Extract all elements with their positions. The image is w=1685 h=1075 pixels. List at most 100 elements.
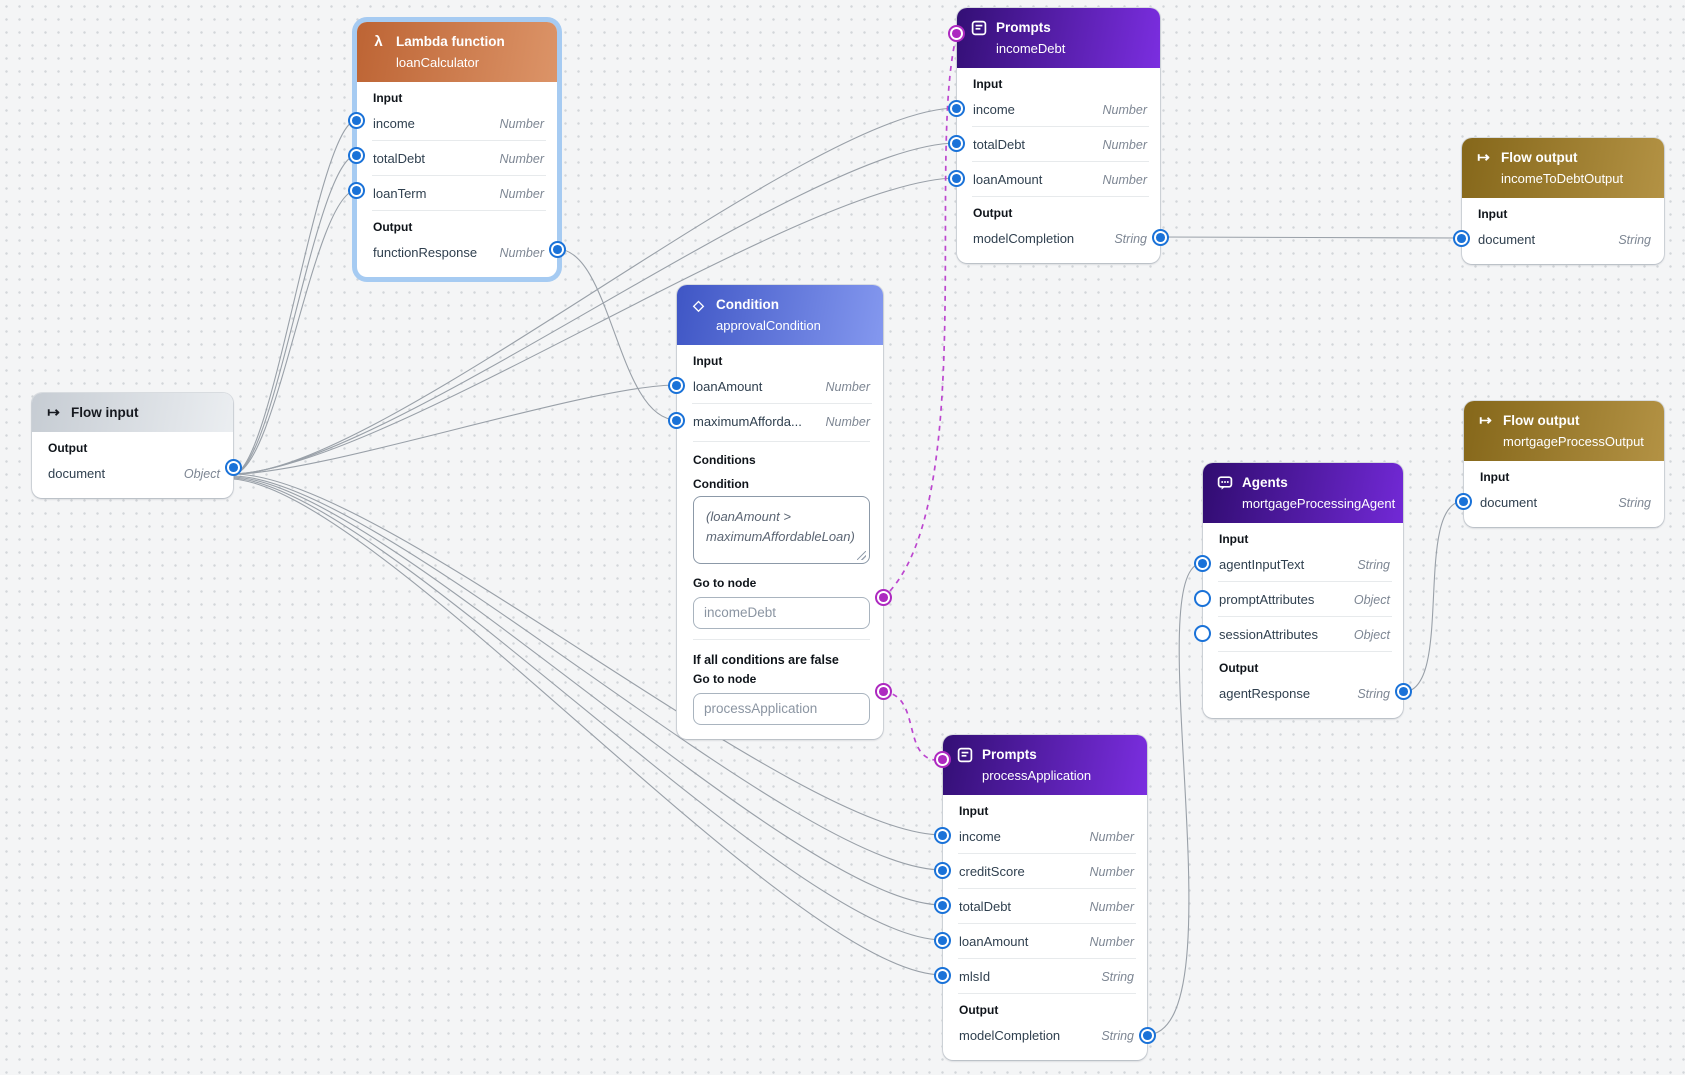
node-flow-output-mortgageprocess[interactable]: ↦ Flow output mortgageProcessOutput Inpu… (1455, 401, 1664, 527)
input-port-totaldebt[interactable] (934, 897, 951, 914)
if-false-label: If all conditions are false (693, 653, 839, 667)
goto-label: Go to node (693, 672, 757, 686)
output-port-modelcompletion[interactable] (1139, 1027, 1156, 1044)
input-port-mlsid[interactable] (934, 967, 951, 984)
output-port-document[interactable] (225, 459, 242, 476)
condition-true-source-port[interactable] (875, 589, 892, 606)
edge (556, 248, 678, 421)
edge (232, 477, 944, 941)
param-row: income Number (957, 92, 1160, 127)
condition-field-label: Condition (693, 477, 749, 491)
section-label: Output (973, 206, 1013, 220)
section-label: Output (959, 1003, 999, 1017)
condition-target-port[interactable] (948, 25, 965, 42)
edge (1402, 500, 1465, 693)
param-row: mlsId String (943, 959, 1147, 994)
node-header[interactable]: λ Lambda function loanCalculator (357, 22, 557, 82)
node-type-label: Lambda function (396, 34, 505, 49)
edge (232, 475, 944, 871)
section-label: Output (373, 220, 413, 234)
param-row: loanAmount Number (957, 162, 1160, 197)
resize-handle-icon[interactable] (857, 551, 866, 560)
node-type-label: Prompts (996, 20, 1051, 35)
param-row: loanAmount Number (943, 924, 1147, 959)
node-header[interactable]: Agents mortgageProcessingAgent (1203, 463, 1403, 523)
section-label: Output (1219, 661, 1259, 675)
node-header[interactable]: Prompts processApplication (943, 735, 1147, 795)
output-port-agentresponse[interactable] (1395, 683, 1412, 700)
input-port-totaldebt[interactable] (948, 135, 965, 152)
node-flow-output-incometodebt[interactable]: ↦ Flow output incomeToDebtOutput Input d… (1453, 138, 1664, 264)
node-condition-approvalcondition[interactable]: ◇ Condition approvalCondition Input loan… (668, 285, 892, 739)
condition-edge-true (882, 41, 956, 599)
node-name-label: incomeToDebtOutput (1501, 171, 1624, 186)
condition-false-source-port[interactable] (875, 683, 892, 700)
node-header[interactable]: ↦ Flow output incomeToDebtOutput (1462, 138, 1664, 198)
input-port-creditscore[interactable] (934, 862, 951, 879)
node-type-label: Prompts (982, 747, 1037, 762)
param-row: document Object (48, 466, 220, 481)
input-port-loanterm[interactable] (348, 182, 365, 199)
edge (232, 384, 678, 475)
edge (1146, 562, 1204, 1036)
goto-node-input-false[interactable]: processApplication (693, 693, 870, 725)
edge (232, 107, 958, 475)
param-row: sessionAttributes Object (1203, 617, 1403, 652)
node-type-label: Condition (716, 297, 779, 312)
input-port-loanamount[interactable] (668, 377, 685, 394)
input-port-document[interactable] (1455, 493, 1472, 510)
input-port-maximumaffordableloan[interactable] (668, 412, 685, 429)
input-port-sessionattributes[interactable] (1194, 625, 1211, 642)
divider (693, 639, 870, 640)
condition-edge-false (882, 691, 936, 761)
node-header[interactable]: ↦ Flow output mortgageProcessOutput (1464, 401, 1664, 461)
node-type-label: Flow input (71, 405, 139, 420)
output-port-functionresponse[interactable] (549, 241, 566, 258)
node-name-label: loanCalculator (396, 55, 480, 70)
node-lambda-loancalculator[interactable]: λ Lambda function loanCalculator Input i… (348, 22, 566, 277)
node-prompts-incomedebt[interactable]: Prompts incomeDebt Input income Number t… (948, 8, 1169, 263)
output-port-modelcompletion[interactable] (1152, 229, 1169, 246)
section-label: Input (693, 354, 723, 368)
input-port-income[interactable] (934, 827, 951, 844)
input-port-income[interactable] (348, 112, 365, 129)
condition-target-port[interactable] (934, 751, 951, 768)
param-row: agentInputText String (1203, 547, 1403, 582)
input-port-agentinputtext[interactable] (1194, 555, 1211, 572)
input-port-document[interactable] (1453, 230, 1470, 247)
input-port-loanamount[interactable] (934, 932, 951, 949)
param-row: creditScore Number (943, 854, 1147, 889)
node-type-label: Flow output (1503, 413, 1580, 428)
param-row: modelCompletion String (959, 1028, 1134, 1043)
section-label: Output (48, 441, 88, 455)
prompt-document-icon (956, 746, 973, 763)
input-port-totaldebt[interactable] (348, 147, 365, 164)
node-header[interactable]: ◇ Condition approvalCondition (677, 285, 883, 345)
edge (232, 142, 958, 475)
node-flow-input[interactable]: ↦ Flow input Output document Object (32, 393, 242, 498)
param-row: functionResponse Number (373, 245, 544, 260)
prompt-document-icon (970, 19, 987, 36)
input-port-promptattributes[interactable] (1194, 590, 1211, 607)
node-header[interactable]: ↦ Flow input (32, 393, 233, 432)
node-agents-mortgageprocessingagent[interactable]: Agents mortgageProcessingAgent Input age… (1194, 463, 1412, 718)
node-name-label: mortgageProcessOutput (1503, 434, 1644, 449)
param-row: income Number (357, 106, 557, 141)
edge (232, 177, 958, 475)
section-label: Conditions (693, 453, 756, 467)
edge (232, 154, 358, 475)
input-port-income[interactable] (948, 100, 965, 117)
param-row: maximumAfforda... Number (693, 414, 870, 429)
node-name-label: processApplication (982, 768, 1092, 783)
param-row: loanAmount Number (677, 369, 883, 404)
section-label: Input (373, 91, 403, 105)
node-prompts-processapplication[interactable]: Prompts processApplication Input income … (934, 735, 1156, 1060)
input-port-loanamount[interactable] (948, 170, 965, 187)
goto-node-input-true[interactable]: incomeDebt (693, 597, 870, 629)
chat-bubble-icon (1216, 474, 1233, 491)
section-label: Input (1480, 470, 1510, 484)
condition-expression-input[interactable]: (loanAmount > maximumAffordableLoan) (693, 496, 870, 564)
node-header[interactable]: Prompts incomeDebt (957, 8, 1160, 68)
section-label: Input (1219, 532, 1249, 546)
